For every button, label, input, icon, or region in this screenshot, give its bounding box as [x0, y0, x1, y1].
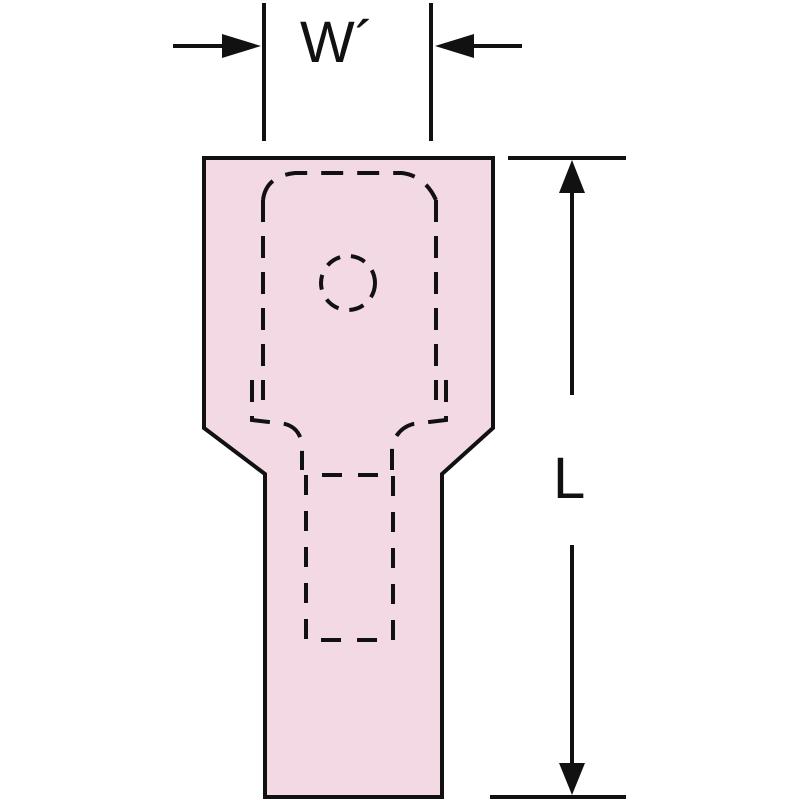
arrow-up-icon	[559, 160, 585, 193]
width-dimension	[173, 3, 522, 141]
hidden-barrel-outline	[304, 473, 395, 642]
arrow-right-icon	[222, 34, 261, 58]
length-dimension	[490, 156, 626, 799]
length-label: L	[553, 446, 586, 511]
width-label: W´	[300, 10, 375, 75]
terminal-body	[202, 156, 495, 799]
arrow-down-icon	[559, 763, 585, 795]
arrow-left-icon	[435, 34, 474, 58]
hidden-tab-outline	[250, 171, 448, 470]
hidden-detent-hole	[319, 254, 377, 312]
